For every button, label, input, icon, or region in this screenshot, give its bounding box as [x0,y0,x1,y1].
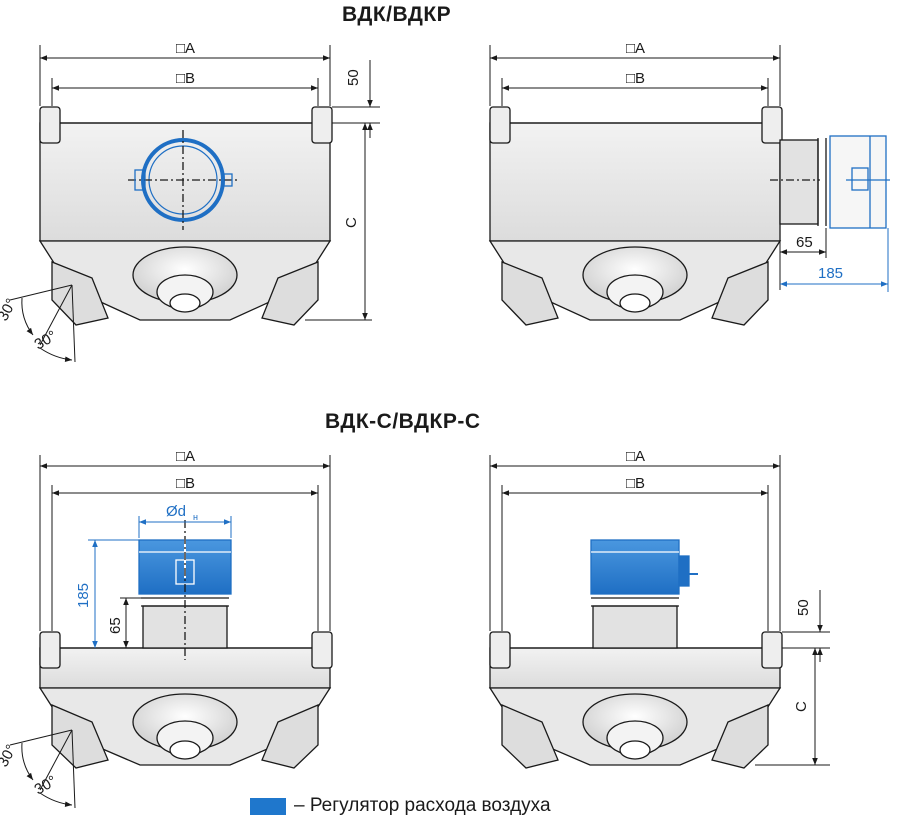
title-bottom: ВДК-С/ВДКР-С [325,410,481,433]
dims-bottom-right [489,455,830,766]
dim-b-top-left: □B [176,70,195,87]
angle-label-3: 30° [0,742,20,770]
dim-50-bottom-right: 50 [795,599,812,616]
angle-label-1: 30° [0,296,20,324]
dims-top-left [9,45,380,363]
dim-dn-subscript: н [193,512,198,522]
view-bottom-right [488,539,783,769]
dim-b-bottom-left: □B [176,475,195,492]
dim-b-bottom-right: □B [626,475,645,492]
dim-65-top-right: 65 [796,234,813,251]
dim-65-bottom-left: 65 [107,617,124,634]
dim-a-bottom-left: □A [176,448,195,465]
dim-dn-symbol: Ød [166,503,186,520]
dim-b-top-right: □B [626,70,645,87]
dim-185-top-right: 185 [818,265,843,282]
dim-c-bottom-right: C [793,701,810,712]
legend-swatch [250,797,286,815]
legend-text: – Регулятор расхода воздуха [294,795,551,816]
angle-label-2: 30° [32,327,60,353]
dims-top-right [489,45,889,292]
legend: – Регулятор расхода воздуха [250,795,551,817]
dim-a-top-right: □A [626,40,645,57]
view-top-right [488,106,890,326]
dim-a-bottom-right: □A [626,448,645,465]
dim-185-bottom-left: 185 [75,583,92,608]
dim-c-top-left: C [343,217,360,228]
dims-bottom-left [9,455,331,809]
dim-a-top-left: □A [176,40,195,57]
angle-label-4: 30° [32,772,60,798]
title-top: ВДК/ВДКР [342,3,452,26]
dim-50-top-left: 50 [345,69,362,86]
view-top-left [38,106,333,326]
view-bottom-left [38,520,333,769]
